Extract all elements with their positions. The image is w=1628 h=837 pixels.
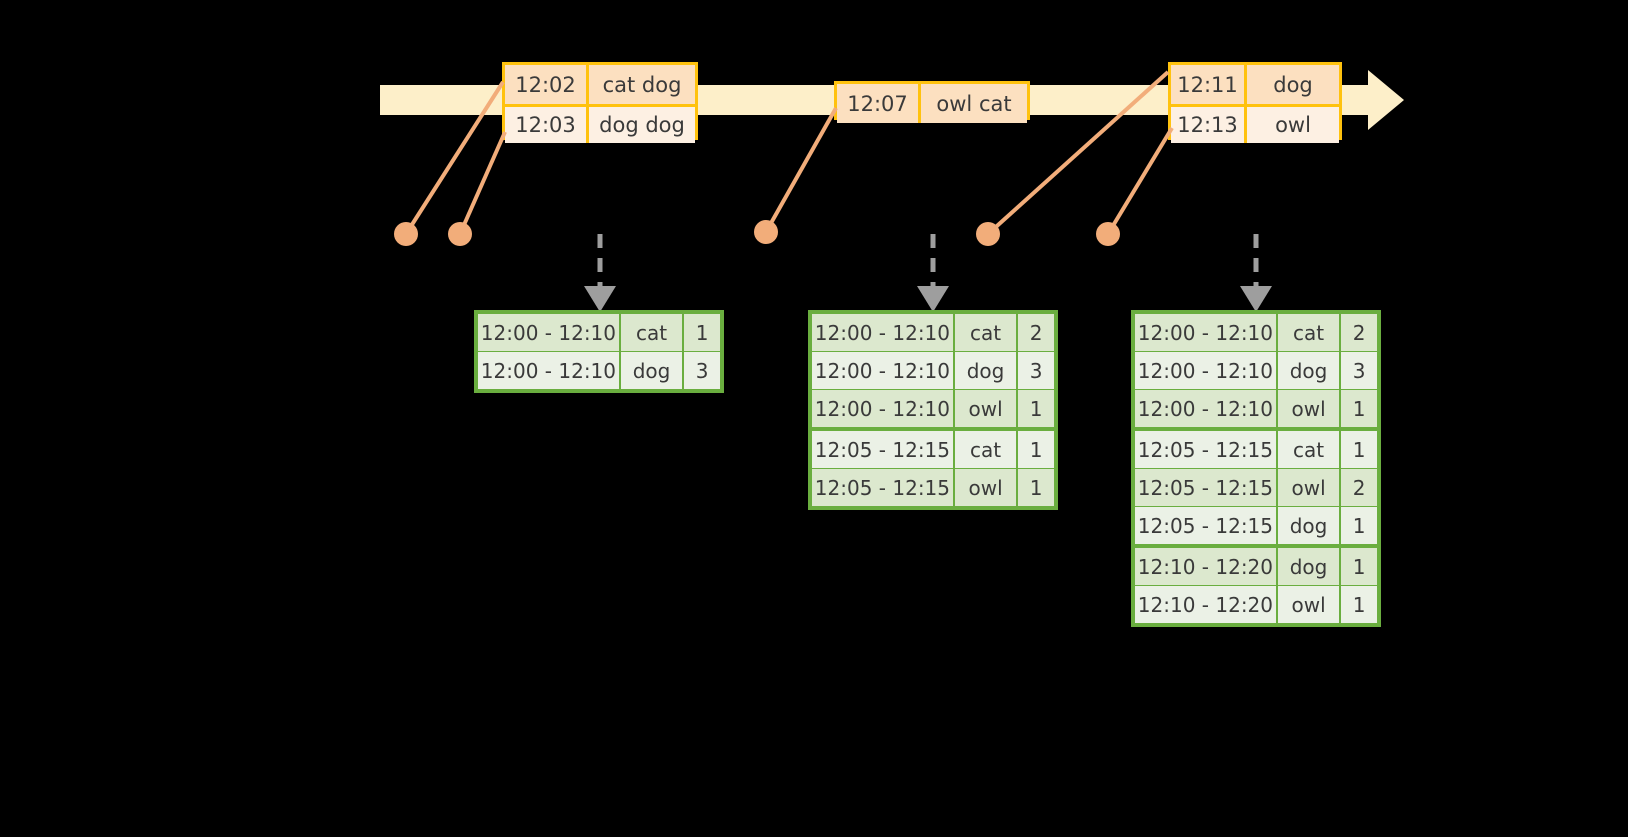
flow-arrow-3: [1240, 234, 1272, 312]
event-row: 12:07 owl cat: [837, 84, 1027, 123]
cell-window: 12:05 - 12:15: [1135, 469, 1276, 506]
connector-dot: [1096, 222, 1120, 246]
event-row: 12:11 dog: [1171, 65, 1339, 104]
table-row: 12:05 - 12:15 dog 1: [1135, 507, 1377, 544]
cell-word: dog: [1277, 507, 1340, 544]
table-row: 12:00 - 12:10 owl 1: [812, 390, 1054, 427]
cell-window: 12:00 - 12:10: [812, 314, 953, 351]
cell-word: owl: [1277, 469, 1340, 506]
event-group-1[interactable]: 12:02 cat dog 12:03 dog dog: [502, 62, 698, 143]
cell-count: 1: [684, 314, 720, 351]
table-row: 12:00 - 12:10 dog 3: [478, 352, 720, 389]
cell-count: 3: [1341, 352, 1377, 389]
table-row: 12:00 - 12:10 owl 1: [1135, 390, 1377, 427]
cell-window: 12:00 - 12:10: [812, 390, 953, 427]
cell-count: 1: [1341, 548, 1377, 585]
flow-arrow-2: [917, 234, 949, 312]
cell-window: 12:00 - 12:10: [1135, 390, 1276, 427]
cell-word: owl: [1277, 390, 1340, 427]
cell-window: 12:05 - 12:15: [812, 469, 953, 506]
event-time: 12:03: [505, 107, 589, 143]
cell-word: dog: [1277, 352, 1340, 389]
cell-count: 2: [1341, 314, 1377, 351]
result-table-3[interactable]: 12:00 - 12:10 cat 2 12:00 - 12:10 dog 3 …: [1131, 310, 1381, 627]
cell-count: 1: [1341, 390, 1377, 427]
table-row: 12:00 - 12:10 cat 1: [478, 314, 720, 351]
cell-count: 1: [1341, 586, 1377, 623]
table-row: 12:05 - 12:15 cat 1: [812, 431, 1054, 468]
event-group-2[interactable]: 12:07 owl cat: [834, 81, 1030, 123]
cell-window: 12:05 - 12:15: [1135, 431, 1276, 468]
cell-window: 12:05 - 12:15: [812, 431, 953, 468]
cell-window: 12:00 - 12:10: [1135, 314, 1276, 351]
cell-word: owl: [1277, 586, 1340, 623]
connector-dot: [754, 220, 778, 244]
table-row: 12:05 - 12:15 owl 1: [812, 469, 1054, 506]
cell-window: 12:00 - 12:10: [812, 352, 953, 389]
cell-count: 1: [1018, 390, 1054, 427]
cell-count: 1: [1341, 507, 1377, 544]
cell-count: 1: [1341, 431, 1377, 468]
event-group-3[interactable]: 12:11 dog 12:13 owl: [1168, 62, 1342, 143]
result-table-2[interactable]: 12:00 - 12:10 cat 2 12:00 - 12:10 dog 3 …: [808, 310, 1058, 510]
cell-count: 1: [1018, 469, 1054, 506]
table-row: 12:05 - 12:15 owl 2: [1135, 469, 1377, 506]
event-row: 12:13 owl: [1171, 104, 1339, 143]
cell-window: 12:10 - 12:20: [1135, 586, 1276, 623]
cell-window: 12:00 - 12:10: [478, 314, 619, 351]
table-row: 12:00 - 12:10 dog 3: [812, 352, 1054, 389]
table-row: 12:00 - 12:10 cat 2: [1135, 314, 1377, 351]
cell-word: owl: [954, 390, 1017, 427]
cell-window: 12:00 - 12:10: [1135, 352, 1276, 389]
event-value: owl cat: [921, 84, 1027, 123]
cell-count: 3: [1018, 352, 1054, 389]
cell-word: cat: [1277, 314, 1340, 351]
cell-word: dog: [1277, 548, 1340, 585]
timeline-arrow-head: [1368, 70, 1404, 130]
table-row: 12:00 - 12:10 cat 2: [812, 314, 1054, 351]
cell-word: cat: [620, 314, 683, 351]
result-table-1[interactable]: 12:00 - 12:10 cat 1 12:00 - 12:10 dog 3: [474, 310, 724, 393]
event-value: dog: [1247, 65, 1339, 104]
cell-word: dog: [954, 352, 1017, 389]
event-time: 12:07: [837, 84, 921, 123]
cell-window: 12:10 - 12:20: [1135, 548, 1276, 585]
cell-word: dog: [620, 352, 683, 389]
event-time: 12:02: [505, 65, 589, 104]
cell-word: cat: [954, 431, 1017, 468]
table-row: 12:10 - 12:20 owl 1: [1135, 586, 1377, 623]
event-value: dog dog: [589, 107, 695, 143]
event-row: 12:03 dog dog: [505, 104, 695, 143]
event-time: 12:13: [1171, 107, 1247, 143]
cell-count: 2: [1018, 314, 1054, 351]
cell-count: 2: [1341, 469, 1377, 506]
event-value: cat dog: [589, 65, 695, 104]
table-row: 12:00 - 12:10 dog 3: [1135, 352, 1377, 389]
cell-window: 12:00 - 12:10: [478, 352, 619, 389]
cell-window: 12:05 - 12:15: [1135, 507, 1276, 544]
cell-count: 3: [684, 352, 720, 389]
flow-arrow-1: [584, 234, 616, 312]
connector-dot: [394, 222, 418, 246]
cell-count: 1: [1018, 431, 1054, 468]
connector-dot: [448, 222, 472, 246]
cell-word: cat: [1277, 431, 1340, 468]
table-row: 12:10 - 12:20 dog 1: [1135, 548, 1377, 585]
event-time: 12:11: [1171, 65, 1247, 104]
cell-word: cat: [954, 314, 1017, 351]
event-row: 12:02 cat dog: [505, 65, 695, 104]
cell-word: owl: [954, 469, 1017, 506]
event-value: owl: [1247, 107, 1339, 143]
connector-dot: [976, 222, 1000, 246]
table-row: 12:05 - 12:15 cat 1: [1135, 431, 1377, 468]
